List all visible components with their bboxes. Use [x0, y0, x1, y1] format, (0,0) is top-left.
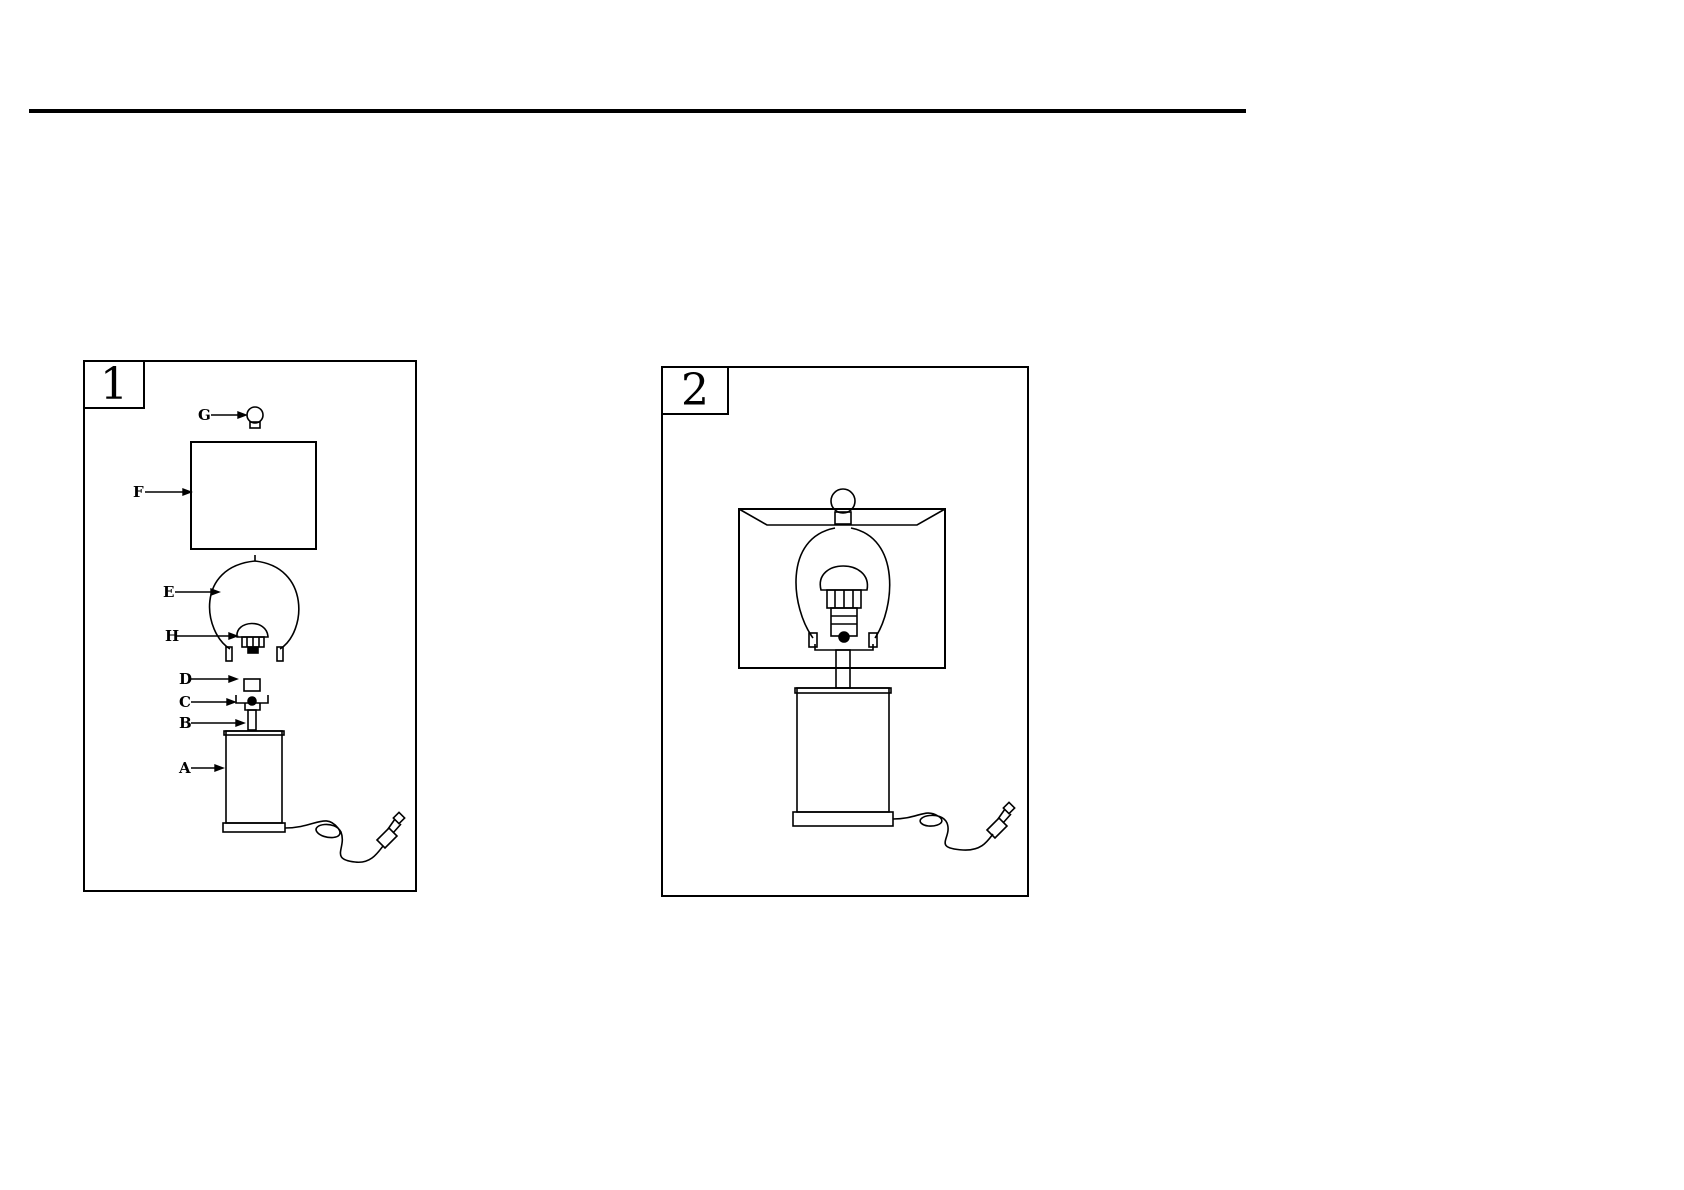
socket-d	[244, 679, 260, 691]
label-c: C	[179, 693, 191, 711]
assembled-bulb-icon	[820, 566, 867, 590]
step-2-panel: 2	[661, 366, 1029, 897]
assembled-body	[797, 688, 889, 812]
label-b: B	[179, 714, 192, 732]
neck-b	[248, 710, 256, 730]
label-a: A	[178, 759, 191, 777]
step-2-assembled-diagram	[663, 368, 1027, 895]
step-1-panel: 1	[83, 360, 417, 892]
lamp-base-plate	[223, 823, 285, 832]
header-rule	[29, 109, 1246, 113]
assembled-shade	[739, 509, 945, 668]
lamp-shade-f	[191, 442, 316, 549]
lamp-body-a	[226, 731, 282, 823]
label-g: G	[198, 406, 211, 424]
label-f: F	[133, 483, 144, 501]
label-e: E	[163, 583, 174, 601]
label-d: D	[179, 670, 192, 688]
power-cord	[285, 821, 383, 862]
label-h: H	[165, 627, 179, 645]
step-1-exploded-diagram: G F E H D C B A	[85, 362, 415, 890]
finial-g-icon	[247, 407, 263, 423]
bulb-h-icon	[237, 623, 268, 637]
assembled-harp	[796, 528, 890, 638]
assembled-power-cord	[893, 813, 993, 850]
assembled-base-plate	[793, 812, 893, 826]
